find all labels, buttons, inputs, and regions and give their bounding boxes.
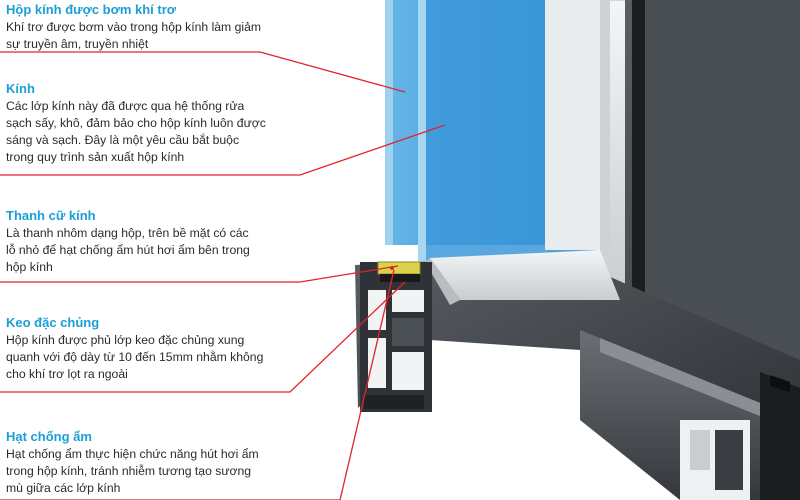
leader-line-sealant: [0, 281, 406, 393]
callout-title: Thanh cữ kính: [6, 208, 96, 223]
callout-glass: Kính Các lớp kính này đã được qua hệ thố…: [6, 81, 336, 166]
leader-line-spacer-bar: [0, 265, 399, 283]
leader-lines: [0, 51, 446, 500]
callout-sealant: Keo đặc chủng Hộp kính được phủ lớp keo …: [6, 315, 336, 383]
leader-line-inert-gas: [0, 51, 406, 93]
callout-title: Hộp kính được bơm khí trơ: [6, 2, 177, 17]
callout-title: Kính: [6, 81, 35, 96]
frame-vertical: [547, 0, 800, 395]
callout-description: Các lớp kính này đã được qua hệ thống rử…: [6, 99, 266, 164]
sealant-strip: [380, 274, 420, 282]
leader-line-glass: [0, 124, 446, 176]
callout-desiccant: Hạt chống ẩm Hạt chống ẩm thực hiện chức…: [6, 429, 336, 497]
callout-title: Hạt chống ẩm: [6, 429, 92, 444]
sash-profile-vertical: [545, 0, 605, 250]
leader-line-desiccant: [0, 269, 395, 500]
frame-horizontal-bottom: [355, 250, 800, 470]
callout-description: Hạt chống ẩm thực hiện chức năng hút hơi…: [6, 447, 259, 495]
frame-sill-right: [580, 330, 800, 500]
callout-inert-gas: Hộp kính được bơm khí trơ Khí trơ được b…: [6, 2, 336, 53]
callout-spacer-bar: Thanh cữ kính Là thanh nhôm dạng hộp, tr…: [6, 208, 336, 276]
profile-cross-section: [360, 262, 432, 412]
callout-description: Hộp kính được phủ lớp keo đặc chủng xung…: [6, 333, 264, 381]
callout-description: Là thanh nhôm dạng hộp, trên bề mặt có c…: [6, 226, 250, 274]
callout-description: Khí trơ được bơm vào trong hộp kính làm …: [6, 20, 262, 51]
callout-title: Keo đặc chủng: [6, 315, 100, 330]
